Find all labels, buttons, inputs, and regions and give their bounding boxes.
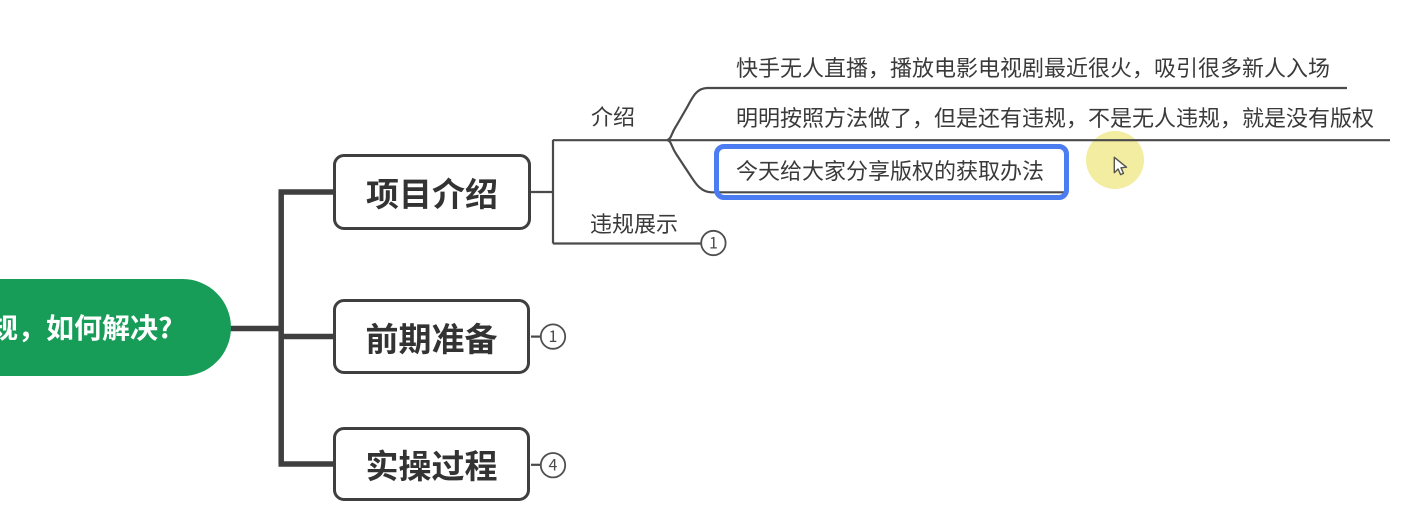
svg-text:1: 1 <box>709 230 718 254</box>
svg-text:1: 1 <box>549 323 558 347</box>
svg-text:4: 4 <box>549 452 558 476</box>
